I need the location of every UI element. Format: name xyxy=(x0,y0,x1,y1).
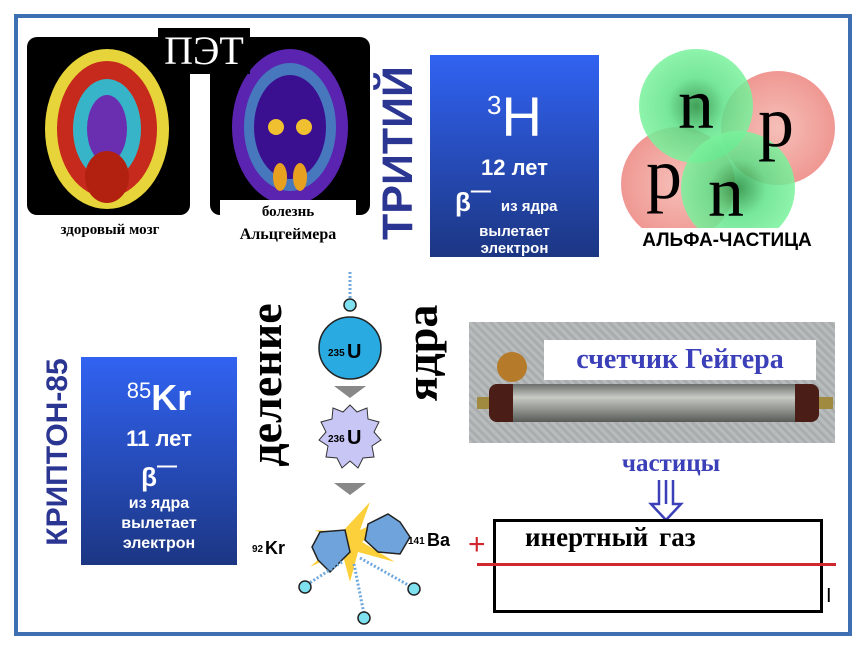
neutron-letter: n xyxy=(708,152,744,228)
neutron xyxy=(343,298,357,312)
particles-label: частицы xyxy=(621,450,721,477)
krypton-desc-2: вылетает xyxy=(121,515,197,532)
krypton-card: 85Kr 11 лет β— из ядра вылетает электрон xyxy=(81,357,237,565)
uranium-236-nucleus xyxy=(318,404,382,469)
krypton-halflife: 11 лет xyxy=(126,426,192,451)
healthy-brain-caption: здоровый мозг xyxy=(60,222,160,238)
krypton-mass-number: 85 xyxy=(126,378,152,403)
u236-symbol: U xyxy=(347,427,361,449)
uranium-235-nucleus xyxy=(318,316,382,380)
kr-symbol: Kr xyxy=(265,538,285,558)
minus-terminal: I xyxy=(826,585,832,607)
tritium-vertical-label: ТРИТИЙ xyxy=(374,66,422,240)
tritium-halflife: 12 лет xyxy=(481,155,548,180)
geiger-counter-photo: счетчик Гейгера xyxy=(469,322,835,443)
krypton-fragment xyxy=(311,529,351,574)
beta-symbol: β xyxy=(455,187,471,217)
tritium-symbol: H xyxy=(501,85,542,148)
coin xyxy=(497,352,527,382)
krypton-vertical-label: КРИПТОН-85 xyxy=(41,358,74,546)
alzheimer-caption-line1: болезнь xyxy=(220,200,356,222)
geiger-counter-title: счетчик Гейгера xyxy=(544,340,816,380)
tritium-desc-3: электрон xyxy=(480,240,549,257)
plus-terminal: + xyxy=(468,528,486,561)
healthy-brain-scan xyxy=(27,37,190,215)
pet-title: ПЭТ xyxy=(158,28,250,74)
geiger-tube xyxy=(489,384,819,422)
barium-fragment xyxy=(364,513,411,555)
beta-minus-sign: — xyxy=(156,455,177,477)
arrow-down-icon xyxy=(334,386,366,398)
neutron xyxy=(357,611,371,625)
beta-minus-sign: — xyxy=(470,180,491,202)
alpha-particle-diagram: n p p n xyxy=(621,49,835,228)
double-arrow-down-icon xyxy=(648,480,684,522)
u235-symbol: U xyxy=(347,341,361,363)
tube-cap xyxy=(489,384,513,422)
ba-symbol: Ba xyxy=(427,530,451,550)
krypton-desc-1: из ядра xyxy=(128,495,190,512)
tritium-desc-2: вылетает xyxy=(479,223,550,240)
fission-diagram: 235 U 236 U 92 Kr 141 Ba xyxy=(252,272,451,625)
proton-letter: p xyxy=(646,134,682,214)
tritium-mass-number: 3 xyxy=(487,90,502,120)
neutron-letter: n xyxy=(678,64,714,144)
krypton-desc-3: электрон xyxy=(122,535,196,552)
u235-mass: 235 xyxy=(328,348,345,359)
explosion-burst xyxy=(310,502,395,582)
gas-chamber xyxy=(493,519,823,613)
u236-mass: 236 xyxy=(328,434,345,445)
tritium-desc-1: из ядра xyxy=(500,198,558,215)
arrow-down-icon xyxy=(334,483,366,495)
anode-wire xyxy=(477,563,836,566)
tritium-card: 3H 12 лет β— из ядра вылетает электрон xyxy=(430,55,599,257)
krypton-symbol: Kr xyxy=(151,377,192,418)
alpha-particle-label: АЛЬФА-ЧАСТИЦА xyxy=(642,230,812,251)
neutron xyxy=(298,580,312,594)
tube-cap xyxy=(795,384,819,422)
kr-mass: 92 xyxy=(252,544,264,555)
slide-frame xyxy=(14,14,852,636)
proton-letter: p xyxy=(758,82,794,162)
ba-mass: 141 xyxy=(408,536,425,547)
inert-gas-label: инертный газ xyxy=(525,522,696,552)
neutron xyxy=(407,582,421,596)
beta-symbol: β xyxy=(141,462,157,492)
neutron-sphere xyxy=(681,131,795,228)
alzheimer-caption-line2: Альцгеймера xyxy=(239,226,337,243)
